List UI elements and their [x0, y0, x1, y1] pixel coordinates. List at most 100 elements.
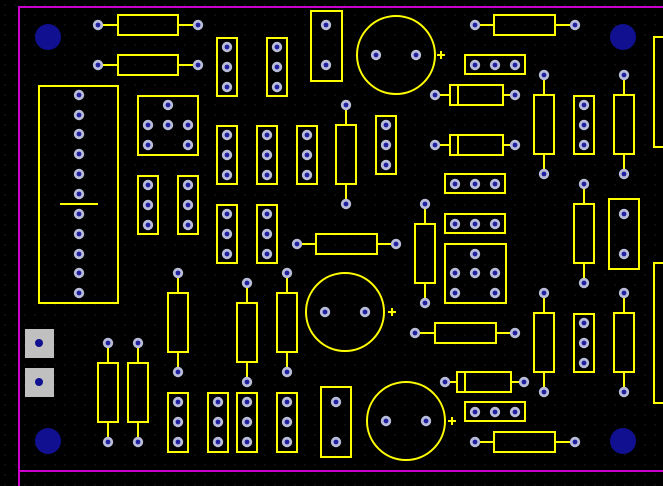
resistor-body	[236, 302, 258, 363]
pad-hole	[95, 62, 101, 68]
pad-hole	[472, 181, 478, 187]
pad-hole	[76, 290, 82, 296]
pad-hole	[581, 340, 587, 346]
header-3pin	[276, 392, 298, 453]
resistor-body	[493, 14, 556, 36]
pad-hole	[323, 62, 329, 68]
pad-hole	[383, 418, 389, 424]
pad-hole	[274, 44, 280, 50]
pad-hole	[492, 62, 498, 68]
pad-hole	[432, 142, 438, 148]
pad-hole	[175, 270, 181, 276]
pad-hole	[581, 360, 587, 366]
capacitor-outline	[356, 15, 436, 95]
header-2pin	[310, 10, 343, 82]
pad-hole	[145, 202, 151, 208]
pad-hole	[512, 62, 518, 68]
pad-hole	[442, 379, 448, 385]
pad-hole	[224, 231, 230, 237]
connector-block	[25, 329, 54, 397]
pad-hole	[175, 419, 181, 425]
pad-hole	[472, 270, 478, 276]
pad-hole	[105, 439, 111, 445]
pad-hole	[621, 211, 627, 217]
pad-hole	[541, 290, 547, 296]
pad-hole	[76, 211, 82, 217]
pad-hole	[452, 270, 458, 276]
pad-hole	[185, 122, 191, 128]
capacitor-outline	[305, 272, 385, 352]
pad-hole	[541, 171, 547, 177]
pad-hole	[224, 84, 230, 90]
header-3pin	[256, 125, 278, 185]
pad-hole	[572, 22, 578, 28]
resistor-body	[127, 362, 149, 423]
mounting-hole-icon	[35, 428, 61, 454]
pad-hole	[492, 221, 498, 227]
pad-hole	[145, 122, 151, 128]
pad-hole	[224, 172, 230, 178]
diode-body	[449, 134, 504, 156]
edge-component	[653, 36, 663, 148]
pad-hole	[333, 439, 339, 445]
pad-hole	[512, 330, 518, 336]
pad-hole	[224, 251, 230, 257]
pad-hole	[541, 389, 547, 395]
pad-hole	[264, 251, 270, 257]
pad-hole	[244, 439, 250, 445]
pad-hole	[185, 222, 191, 228]
header-3pin-horizontal	[464, 401, 526, 422]
header-3pin	[167, 392, 189, 453]
pad-hole	[224, 64, 230, 70]
pad-hole	[76, 92, 82, 98]
header-3pin	[296, 125, 318, 185]
pad-hole	[322, 309, 328, 315]
header-3pin	[256, 204, 278, 264]
pad-hole	[135, 340, 141, 346]
board-outline	[18, 6, 663, 486]
pad-hole	[215, 419, 221, 425]
pad-hole	[244, 419, 250, 425]
resistor-body	[613, 312, 635, 373]
pad-hole	[145, 182, 151, 188]
header-3pin	[177, 175, 199, 235]
pad-hole	[185, 182, 191, 188]
pad-hole	[224, 152, 230, 158]
pad-hole	[165, 122, 171, 128]
pad-hole	[452, 290, 458, 296]
pad-hole	[224, 44, 230, 50]
pad-hole	[572, 439, 578, 445]
pad-hole	[621, 171, 627, 177]
pad-hole	[472, 62, 478, 68]
pad-hole	[76, 171, 82, 177]
pad-hole	[621, 251, 627, 257]
edge-component	[653, 262, 663, 404]
pad-hole	[413, 52, 419, 58]
header-3pin	[266, 37, 288, 97]
pad-hole	[304, 172, 310, 178]
pad-hole	[76, 251, 82, 257]
header-3pin-horizontal	[444, 173, 506, 194]
header-2pin	[320, 386, 352, 458]
pad-hole	[165, 102, 171, 108]
pad-hole	[294, 241, 300, 247]
header-3pin	[236, 392, 258, 453]
pad-hole	[383, 162, 389, 168]
pad-hole	[284, 270, 290, 276]
pad-hole	[432, 92, 438, 98]
pad-hole	[76, 270, 82, 276]
resistor-body	[315, 233, 378, 255]
connector-hole-icon	[35, 339, 43, 347]
pad-hole	[581, 142, 587, 148]
pad-hole	[95, 22, 101, 28]
pad-hole	[175, 399, 181, 405]
pad-hole	[175, 439, 181, 445]
pad-hole	[175, 369, 181, 375]
pad-hole	[423, 418, 429, 424]
resistor-body	[573, 203, 595, 264]
pad-hole	[343, 102, 349, 108]
pad-hole	[452, 181, 458, 187]
pad-hole	[284, 419, 290, 425]
pad-hole	[264, 211, 270, 217]
pad-hole	[76, 112, 82, 118]
